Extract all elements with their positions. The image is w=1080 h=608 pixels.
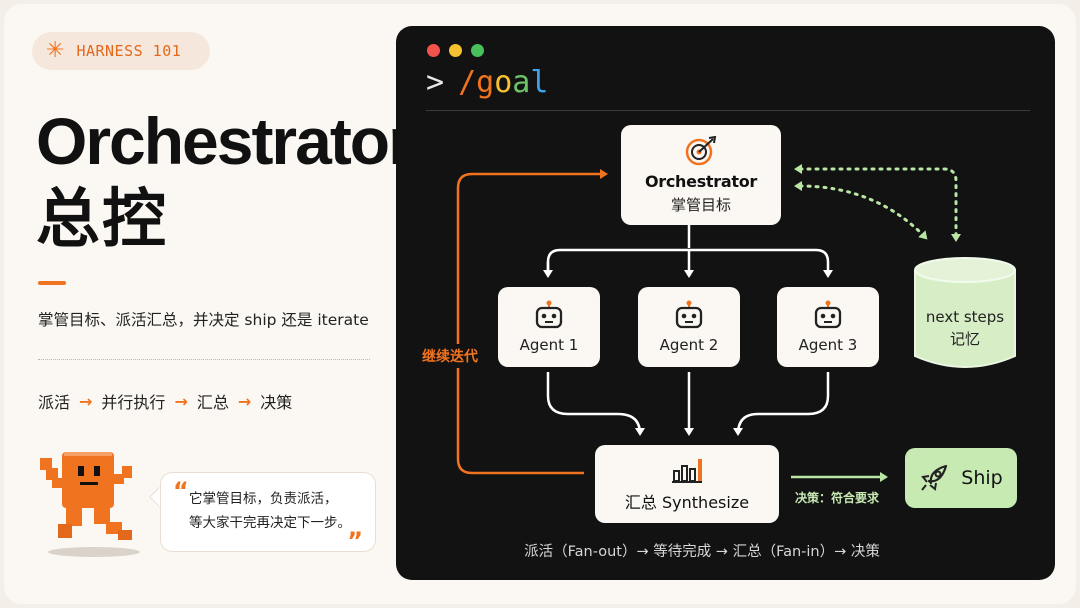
harness-tag: ✳ HARNESS 101 — [32, 32, 210, 70]
iterate-label: 继续迭代 — [422, 344, 478, 368]
title-english: Orchestrator — [36, 104, 414, 178]
agent-2-label: Agent 2 — [659, 336, 719, 354]
flow-step-dispatch: 派活 — [38, 393, 71, 412]
command-char: g — [476, 65, 495, 100]
orchestrator-label-en: Orchestrator — [644, 171, 757, 191]
command-char: a — [512, 65, 531, 100]
quote-open-icon: “ — [173, 477, 189, 505]
flow-steps: 派活 → 并行执行 → 汇总 → 决策 — [38, 389, 292, 413]
command-char: / — [458, 65, 477, 100]
diagram-connectors — [456, 164, 961, 482]
arrow-right-icon: → — [79, 391, 93, 411]
arrow-right-icon: → — [174, 391, 188, 411]
robot-icon — [675, 300, 703, 329]
orchestrator-node[interactable]: Orchestrator 掌管目标 — [621, 125, 781, 225]
terminal-divider — [426, 110, 1030, 111]
agent-1-label: Agent 1 — [519, 336, 579, 354]
command-char: l — [530, 65, 549, 100]
flow-step-synthesize: 汇总 — [196, 393, 229, 412]
description: 掌管目标、派活汇总，并决定 ship 还是 iterate — [38, 311, 369, 329]
ship-node[interactable]: Ship — [905, 448, 1017, 508]
database-cylinder-icon — [914, 257, 1016, 368]
memory-link-line — [794, 164, 961, 242]
target-icon — [685, 135, 717, 165]
asterisk-icon: ✳ — [46, 38, 65, 63]
memory-line-1: next steps — [925, 308, 1005, 326]
arrow-right-icon: → — [237, 391, 252, 411]
orchestrator-label-zh: 掌管目标 — [670, 195, 731, 214]
tag-text: HARNESS 101 — [76, 42, 182, 60]
connector-line — [733, 372, 830, 436]
memory-store[interactable]: next steps 记忆 — [913, 256, 1017, 372]
memory-link-line — [794, 181, 928, 240]
robot-icon — [535, 300, 563, 329]
flow-step-decide: 决策 — [260, 393, 293, 412]
goal-command: /goal — [458, 68, 548, 98]
fan-out-fan-in-caption: 派活（Fan-out）→ 等待完成 → 汇总（Fan-in）→ 决策 — [524, 544, 880, 560]
title-chinese: 总控 — [36, 183, 168, 257]
connector-line — [546, 372, 645, 436]
agent-1-node[interactable]: Agent 1 — [498, 287, 600, 367]
dotted-separator — [38, 359, 370, 360]
rocket-icon — [921, 464, 948, 491]
memory-label: next steps 记忆 — [913, 306, 1017, 350]
quote-close-icon: ” — [347, 527, 363, 555]
ship-label: Ship — [961, 467, 1003, 489]
flow-step-parallel: 并行执行 — [101, 393, 166, 412]
window-close-dot[interactable] — [427, 44, 440, 57]
synthesize-node[interactable]: 汇总 Synthesize — [595, 445, 779, 523]
window-minimize-dot[interactable] — [449, 44, 462, 57]
prompt-symbol: > — [426, 65, 445, 100]
speech-bubble: “ 它掌管目标，负责派活， 等大家干完再决定下一步。 ” — [160, 472, 376, 555]
agent-3-label: Agent 3 — [798, 336, 858, 354]
agent-3-node[interactable]: Agent 3 — [777, 287, 879, 367]
terminal-window: > /goal — [396, 26, 1055, 580]
robot-icon — [814, 300, 842, 329]
command-char: o — [494, 65, 513, 100]
pixel-mascot-icon — [40, 452, 140, 557]
agent-2-node[interactable]: Agent 2 — [638, 287, 740, 367]
accent-bar — [38, 281, 66, 285]
bar-chart-icon — [672, 459, 702, 483]
window-maximize-dot[interactable] — [471, 44, 484, 57]
iterate-loop-line — [456, 169, 608, 475]
decision-label: 决策：符合要求 — [795, 491, 880, 505]
command-prompt: > /goal — [426, 68, 548, 98]
synthesize-label: 汇总 Synthesize — [624, 493, 750, 512]
speech-line-1: 它掌管目标，负责派活， — [189, 491, 338, 507]
speech-line-2: 等大家干完再决定下一步。 — [189, 515, 351, 531]
memory-line-2: 记忆 — [949, 330, 980, 348]
